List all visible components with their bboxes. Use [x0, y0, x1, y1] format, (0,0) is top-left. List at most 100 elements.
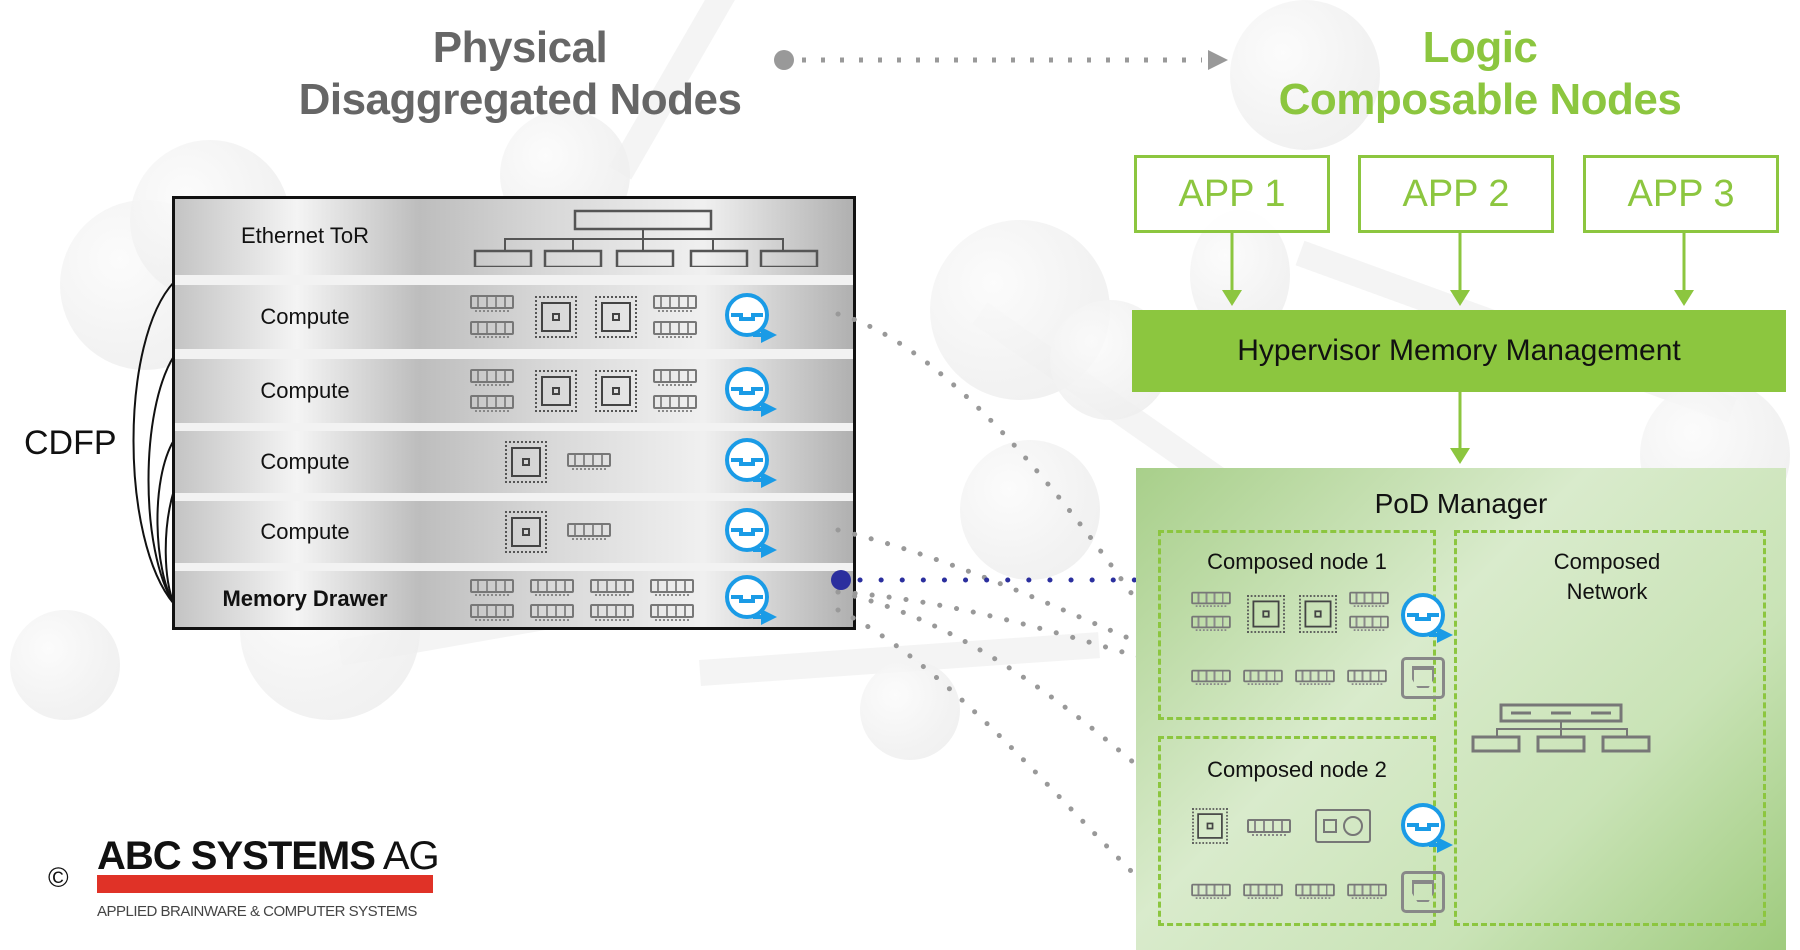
app-label: APP 1: [1178, 173, 1286, 215]
memory-module-icon: [470, 295, 514, 312]
copyright-symbol: ©: [48, 862, 69, 893]
memory-module-icon: [1191, 591, 1231, 607]
memory-module-icon: [530, 579, 574, 596]
memory-module-icon: [470, 579, 514, 596]
app-box-3[interactable]: APP 3: [1583, 155, 1779, 233]
memory-module-icon: [653, 295, 697, 312]
pod-manager-title: PoD Manager: [1374, 488, 1548, 519]
physical-to-logic-arrow: [774, 50, 1228, 70]
pod-manager-panel: PoD Manager Composed node 1 Composed nod…: [1136, 468, 1786, 950]
network-adapter-icon: [725, 575, 777, 625]
composed-network-title-line1: Composed: [1553, 549, 1661, 574]
cpu-chip-icon: [1247, 595, 1285, 633]
memory-module-icon: [1295, 669, 1335, 685]
composed-node-1[interactable]: Composed node 1: [1158, 530, 1453, 720]
hypervisor-label: Hypervisor Memory Management: [1237, 334, 1681, 367]
network-adapter-icon: [1401, 593, 1453, 643]
app-box-1[interactable]: APP 1: [1134, 155, 1330, 233]
flow-arrows: [1222, 233, 1694, 464]
memory-module-icon: [650, 579, 694, 596]
composed-node-2-title: Composed node 2: [1207, 757, 1387, 782]
physical-title-line2: Disaggregated Nodes: [298, 75, 742, 124]
logo-red-bar: [97, 875, 433, 893]
memory-module-icon: [1349, 615, 1389, 631]
cpu-chip-icon: [595, 370, 637, 412]
memory-module-icon: [1191, 669, 1231, 685]
company-name-suffix: AG: [374, 834, 440, 878]
memory-module-icon: [590, 579, 634, 596]
memory-module-icon: [653, 369, 697, 386]
network-switch-icon: [1471, 703, 1651, 753]
link-memory-to-node2-a: [835, 589, 1143, 771]
cpu-chip-icon: [535, 370, 577, 412]
rack-row-memory-drawer[interactable]: Memory Drawer: [175, 571, 853, 627]
memory-module-icon: [1247, 819, 1291, 836]
app-label: APP 3: [1627, 173, 1735, 215]
memory-module-icon: [1243, 669, 1283, 685]
physical-rack: Ethernet ToR Compute Compute: [172, 196, 856, 630]
memory-link-origin-dot: [831, 570, 851, 590]
rack-row-label: Memory Drawer: [222, 586, 388, 611]
link-memory-to-node1: [835, 589, 1153, 663]
rack-row-compute-4[interactable]: Compute: [175, 501, 853, 563]
network-adapter-icon: [1401, 803, 1453, 853]
company-tagline: APPLIED BRAINWARE & COMPUTER SYSTEMS: [97, 903, 417, 920]
ethernet-port-icon: [1401, 657, 1445, 699]
company-logo-name: ABC SYSTEMS AG: [97, 834, 440, 879]
rack-row-compute-2[interactable]: Compute: [175, 359, 853, 423]
memory-module-icon: [1191, 615, 1231, 631]
memory-module-icon: [470, 395, 514, 412]
app-label: APP 2: [1402, 173, 1510, 215]
composed-network-title-line2: Network: [1566, 579, 1648, 604]
memory-module-icon: [650, 604, 694, 621]
logic-nodes-title: Logic Composable Nodes: [1200, 22, 1760, 126]
memory-module-icon: [653, 395, 697, 412]
physical-title-line1: Physical: [432, 23, 608, 72]
cpu-chip-icon: [595, 296, 637, 338]
network-adapter-icon: [725, 438, 777, 488]
memory-module-icon: [1347, 669, 1387, 685]
memory-module-icon: [567, 453, 611, 470]
rack-row-ethernet-tor[interactable]: Ethernet ToR: [175, 199, 853, 275]
network-switch-icon: [473, 209, 819, 267]
memory-module-icon: [653, 321, 697, 338]
memory-module-icon: [470, 321, 514, 338]
link-memory-to-node2-b: [835, 607, 1143, 883]
memory-module-icon: [1295, 883, 1335, 899]
link-compute4-to-node1: [835, 527, 1183, 663]
memory-module-icon: [1191, 883, 1231, 899]
cpu-chip-icon: [535, 296, 577, 338]
rack-row-compute-3[interactable]: Compute: [175, 431, 853, 493]
memory-module-icon: [1349, 591, 1389, 607]
rack-row-label: Compute: [260, 449, 350, 474]
memory-module-icon: [470, 604, 514, 621]
cdfp-label: CDFP: [24, 424, 117, 462]
memory-module-icon: [590, 604, 634, 621]
rack-row-label: Ethernet ToR: [240, 223, 369, 248]
memory-module-icon: [530, 604, 574, 621]
memory-module-icon: [567, 523, 611, 540]
network-adapter-icon: [725, 508, 777, 558]
ethernet-port-icon: [1401, 871, 1445, 913]
company-name-bold: ABC SYSTEMS: [97, 834, 376, 878]
rack-row-label: Compute: [260, 519, 350, 544]
physical-nodes-title: Physical Disaggregated Nodes: [240, 22, 800, 126]
network-adapter-icon: [725, 293, 777, 343]
hypervisor-memory-management-bar[interactable]: Hypervisor Memory Management: [1132, 310, 1786, 392]
gpu-card-icon: [1315, 809, 1371, 843]
composed-network[interactable]: Composed Network: [1454, 530, 1766, 926]
rack-row-label: Compute: [260, 378, 350, 403]
rack-row-compute-1[interactable]: Compute: [175, 285, 853, 349]
cpu-chip-icon: [1192, 808, 1228, 844]
composed-network-title: Composed Network: [1497, 547, 1717, 607]
memory-module-icon: [1347, 883, 1387, 899]
cpu-chip-icon: [505, 511, 547, 553]
composed-node-2[interactable]: Composed node 2: [1158, 736, 1453, 926]
memory-module-icon: [1243, 883, 1283, 899]
cdfp-cables: [132, 281, 175, 605]
rack-row-label: Compute: [260, 304, 350, 329]
app-box-2[interactable]: APP 2: [1358, 155, 1554, 233]
composed-node-1-title: Composed node 1: [1207, 549, 1387, 574]
cpu-chip-icon: [1299, 595, 1337, 633]
logic-title-line2: Composable Nodes: [1278, 75, 1682, 124]
